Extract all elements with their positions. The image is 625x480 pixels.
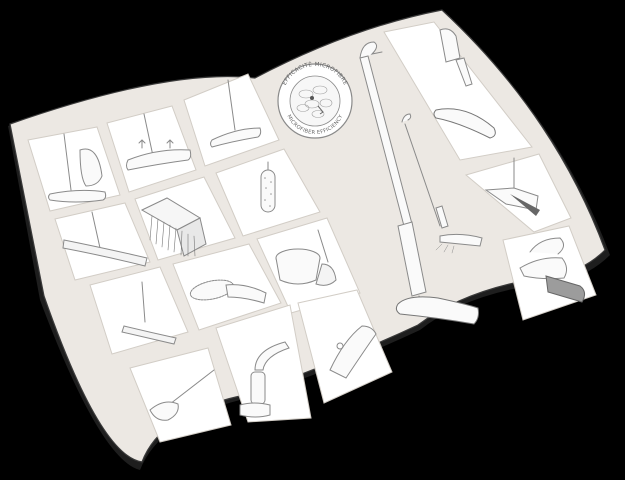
attach-reservoir-icon [433, 28, 496, 139]
panel-telescopic-squeegee [89, 266, 189, 355]
panel-dust-mop-foot [27, 126, 121, 212]
panel-hand-vacuum [129, 347, 232, 443]
push-broom-icon [140, 197, 207, 257]
microfibre-badge: EFFICACITÉ MICROFIBRE MICROFIBER EFFICIE… [277, 60, 353, 139]
attach-pad-icon [519, 237, 586, 303]
duster-icon [260, 161, 276, 213]
hand-vacuum-icon [149, 369, 215, 421]
panel-dust-mop-adjust [183, 73, 280, 167]
dust-mop-lift-icon [126, 113, 192, 171]
squeegee-icon [62, 211, 148, 267]
bucket-mop-icon [275, 229, 337, 286]
illustrations [48, 28, 586, 421]
tap-filling-icon [239, 341, 290, 418]
telescopic-squeegee-icon [121, 281, 177, 345]
spray-mop-small-icon [401, 113, 483, 254]
spray-mop-large-icon [359, 41, 479, 325]
dust-mop-icon [48, 133, 107, 203]
hand-mitt-icon [189, 279, 267, 304]
spray-trigger-icon [329, 325, 377, 379]
panel-attach-reservoir [383, 21, 533, 161]
fold-head-icon [484, 157, 540, 216]
dust-mop-adjust-icon [210, 79, 262, 148]
